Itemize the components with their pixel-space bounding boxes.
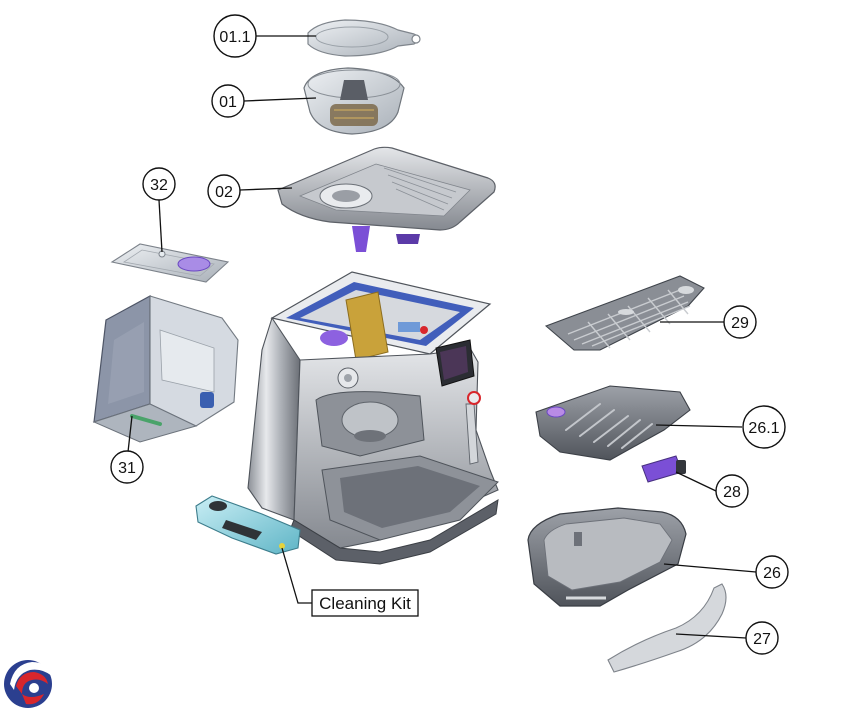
callout-28: 28	[715, 474, 749, 508]
leader-31	[127, 415, 133, 453]
part-tank-lid	[110, 243, 230, 283]
leader-27	[675, 633, 747, 639]
leader-32	[158, 199, 163, 253]
svg-text:28: 28	[723, 484, 741, 501]
callout-29: 29	[723, 305, 757, 339]
callout-02: 02	[207, 174, 241, 208]
callout-27: 27	[745, 621, 779, 655]
part-drip-tray	[527, 507, 687, 607]
callout-26-1: 26.1	[742, 405, 786, 449]
part-main-body	[247, 271, 499, 565]
svg-text:31: 31	[118, 460, 136, 477]
part-cleaning-kit	[195, 495, 301, 555]
part-hopper-lid	[307, 19, 421, 57]
leader-28	[675, 471, 717, 492]
leader-02	[239, 187, 293, 191]
leader-lines	[127, 35, 757, 639]
callout-31: 31	[110, 450, 144, 484]
part-drip-insert	[535, 385, 691, 461]
leader-cleaning-kit	[281, 547, 312, 604]
callout-26: 26	[755, 555, 789, 589]
svg-text:01: 01	[219, 94, 237, 111]
callout-32: 32	[142, 167, 176, 201]
leader-26	[663, 563, 757, 573]
cleaning-kit-label: Cleaning Kit	[311, 589, 419, 617]
svg-text:26.1: 26.1	[748, 420, 779, 437]
part-tray-bar	[607, 583, 727, 673]
svg-text:26: 26	[763, 565, 781, 582]
brand-logo	[4, 660, 52, 708]
part-float	[641, 455, 686, 483]
callout-01-1: 01.1	[213, 14, 257, 58]
part-bean-hopper	[303, 67, 405, 135]
leader-01	[243, 97, 317, 102]
leader-26-1	[655, 424, 743, 428]
part-water-tank	[92, 294, 239, 443]
svg-text:32: 32	[150, 177, 168, 194]
svg-text:Cleaning Kit: Cleaning Kit	[319, 594, 411, 613]
callout-01: 01	[211, 84, 245, 118]
svg-text:29: 29	[731, 315, 749, 332]
svg-text:02: 02	[215, 184, 233, 201]
svg-text:27: 27	[753, 631, 771, 648]
svg-text:01.1: 01.1	[219, 29, 250, 46]
part-top-cover	[277, 146, 496, 252]
part-drip-grid	[544, 275, 705, 351]
